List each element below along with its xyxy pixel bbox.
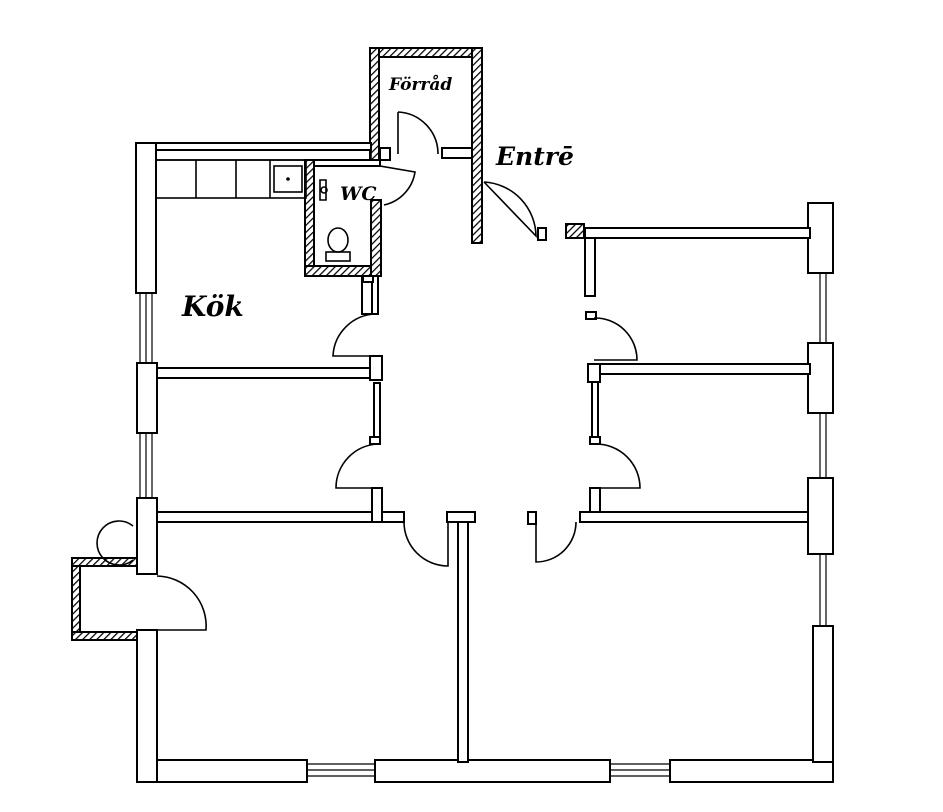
balcony	[71, 520, 138, 641]
left-room-door	[335, 443, 379, 489]
doors	[156, 181, 641, 631]
right-middle-door	[595, 443, 641, 489]
lower-right-door	[535, 521, 577, 563]
wc-label: WC	[340, 183, 376, 205]
storage-door	[397, 111, 439, 155]
sink-icon	[319, 179, 328, 201]
balcony-door	[156, 575, 207, 631]
entrance-label: Entrē	[495, 142, 574, 171]
storage-walls	[369, 47, 483, 244]
storage-label: Förråd	[388, 74, 452, 95]
wc-door	[379, 165, 416, 206]
wc-walls	[304, 159, 382, 277]
kitchen-door	[332, 313, 377, 357]
kitchen-counter	[155, 159, 307, 199]
lower-left-door	[403, 521, 449, 567]
walls	[135, 142, 834, 783]
toilet-icon	[325, 227, 351, 262]
entrance-door	[483, 181, 537, 239]
stove-icon	[273, 165, 303, 193]
windows	[139, 142, 827, 777]
kitchen-label: Kök	[181, 290, 244, 323]
right-upper-door	[593, 317, 638, 361]
